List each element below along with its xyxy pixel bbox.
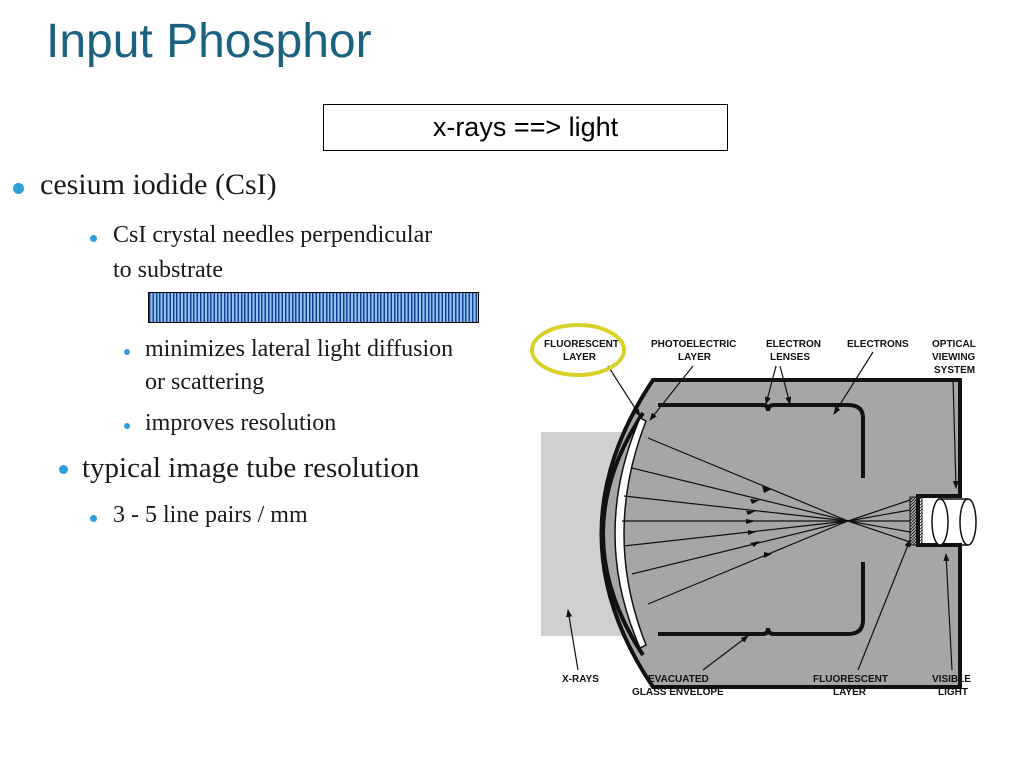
- bullet-dot-icon: [124, 349, 130, 355]
- bullet-dot-icon: [90, 235, 97, 242]
- bullet-dot-icon: [59, 465, 68, 474]
- label-electron-lenses-2: LENSES: [770, 352, 810, 363]
- bullet-minimizes-diffusion-line1: minimizes lateral light diffusion: [145, 336, 454, 362]
- photocathode-window: [614, 416, 647, 650]
- electron-paths: [622, 437, 911, 605]
- bullet-line-pairs: 3 - 5 line pairs / mm: [113, 502, 308, 528]
- label-xrays: X-RAYS: [562, 674, 599, 685]
- bullet-typical-resolution: typical image tube resolution: [82, 452, 420, 484]
- bullet-csi-needles-line1: CsI crystal needles perpendicular: [113, 222, 433, 248]
- label-visible: VISIBLE: [932, 674, 971, 685]
- label-photoelectric-layer-2: LAYER: [678, 352, 712, 363]
- label-light: LIGHT: [938, 687, 968, 698]
- output-phosphor: [909, 496, 923, 546]
- label-fluorescent-layer-top: FLUORESCENT: [544, 339, 619, 350]
- label-evacuated: EVACUATED: [648, 674, 709, 685]
- label-viewing: VIEWING: [932, 352, 976, 363]
- label-fluorescent-layer-top-2: LAYER: [563, 352, 597, 363]
- bullet-dot-icon: [124, 423, 130, 429]
- bullet-improves-resolution: improves resolution: [145, 410, 337, 436]
- label-electrons: ELECTRONS: [847, 339, 909, 350]
- xray-to-light-callout: x-rays ==> light: [323, 104, 728, 151]
- electron-arrowheads: [746, 486, 772, 558]
- label-glass-envelope: GLASS ENVELOPE: [632, 687, 724, 698]
- label-photoelectric-layer: PHOTOELECTRIC: [651, 339, 736, 350]
- electron-lens-bottom: [658, 562, 865, 636]
- input-phosphor-layer: [601, 411, 645, 657]
- bullet-dot-icon: [90, 515, 97, 522]
- tube-body: [599, 378, 962, 689]
- bullet-minimizes-diffusion-line2: or scattering: [145, 369, 265, 395]
- label-fluorescent-layer-bottom-2: LAYER: [833, 687, 867, 698]
- optical-viewing-system: [931, 498, 977, 546]
- label-leader-lines: [566, 351, 959, 671]
- label-system: SYSTEM: [934, 365, 975, 376]
- highlight-ring: [530, 323, 626, 377]
- label-electron-lenses: ELECTRON: [766, 339, 821, 350]
- bullet-dot-icon: [13, 183, 24, 194]
- bullet-csi-needles-line2: to substrate: [113, 257, 223, 283]
- label-optical: OPTICAL: [932, 339, 976, 350]
- electron-lens-top: [658, 403, 865, 478]
- csi-needles-illustration: [148, 292, 479, 323]
- label-fluorescent-layer-bottom: FLUORESCENT: [813, 674, 888, 685]
- bullet-cesium-iodide: cesium iodide (CsI): [40, 168, 277, 201]
- image-intensifier-diagram: FLUORESCENT LAYER PHOTOELECTRIC LAYER EL…: [530, 323, 977, 698]
- slide-title: Input Phosphor: [46, 15, 372, 68]
